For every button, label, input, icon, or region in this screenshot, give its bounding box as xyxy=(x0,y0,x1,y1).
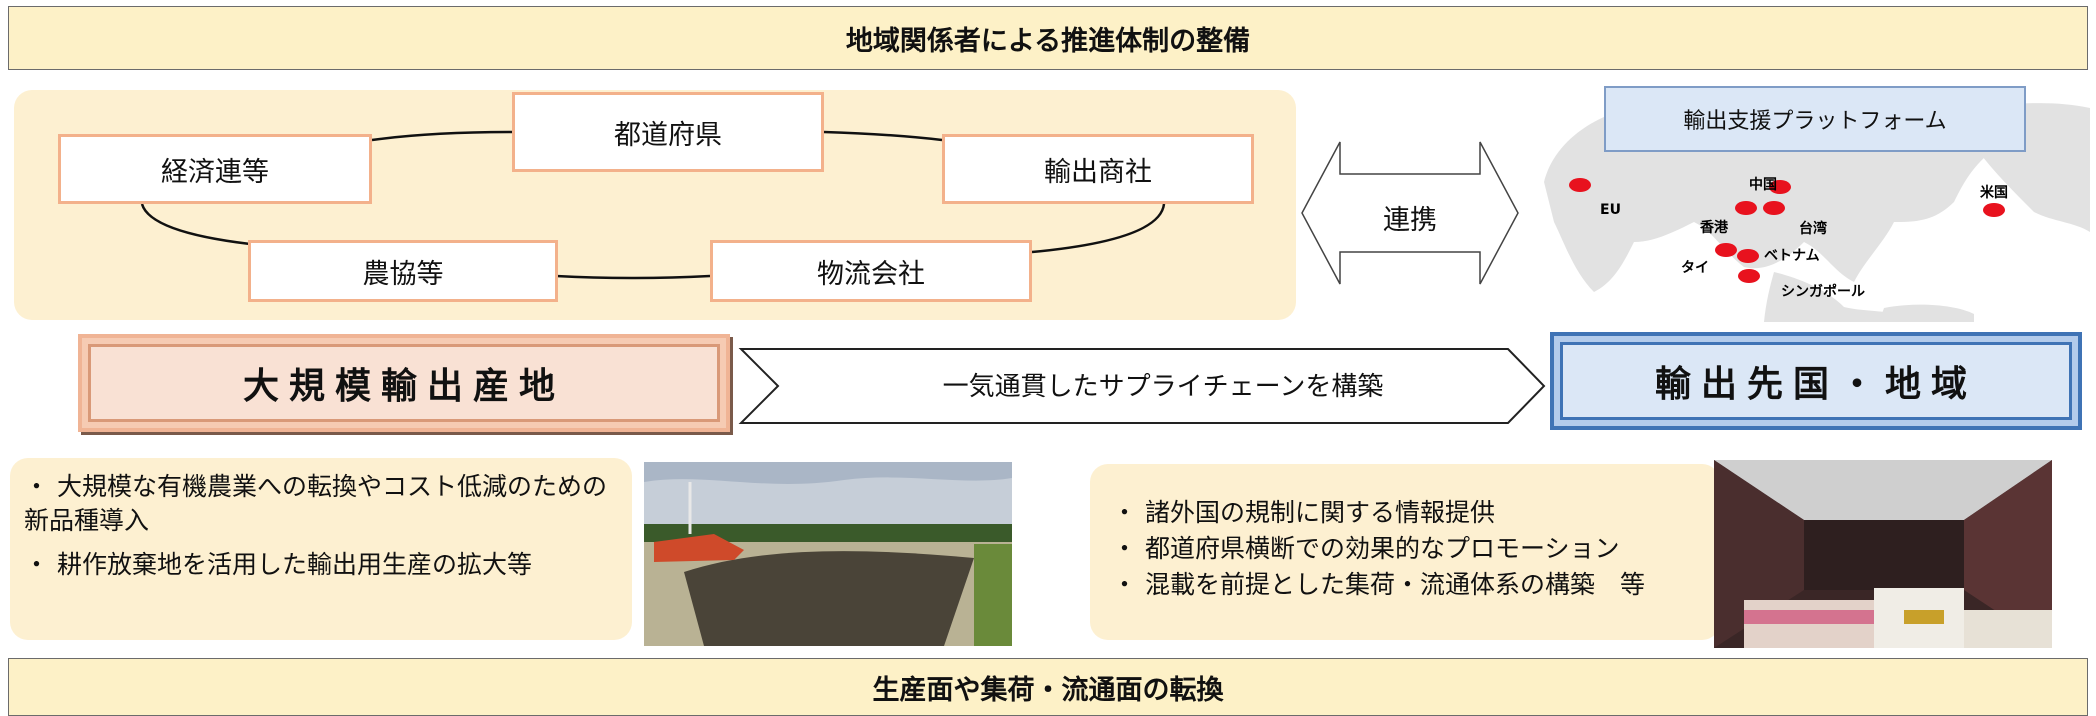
connector-economic-ja xyxy=(140,203,251,246)
map-label-taiwan: 台湾 xyxy=(1799,221,1827,237)
marker-thailand xyxy=(1715,243,1737,257)
distribution-measures-panel: ・ 諸外国の規制に関する情報提供 ・ 都道府県横断での効果的なプロモーション ・… xyxy=(1090,464,1720,640)
connector-prefecture-trading xyxy=(823,130,943,142)
production-measures-panel: ・ 大規模な有機農業への転換やコスト低減のための新品種導入 ・ 耕作放棄地を活用… xyxy=(10,458,632,640)
marker-usa xyxy=(1983,203,2005,217)
production-bullet: ・ 耕作放棄地を活用した輸出用生産の拡大等 xyxy=(24,549,532,579)
org-network-connectors xyxy=(140,130,1166,280)
marker-eu xyxy=(1569,178,1591,192)
marker-taiwan xyxy=(1763,201,1785,215)
map-label-thailand: タイ xyxy=(1681,260,1709,276)
connector-ja-logistics xyxy=(555,274,711,280)
large-scale-export-area-box: 大規模輸出産地 xyxy=(78,334,730,432)
link-label: 連携 xyxy=(1383,205,1437,236)
node-agricultural-coop: 農協等 xyxy=(248,240,558,302)
map-label-singapore: シンガポール xyxy=(1781,284,1865,300)
connector-trading-logistics xyxy=(1031,203,1166,254)
link-double-arrow xyxy=(1301,141,1519,285)
bottom-banner: 生産面や集荷・流通面の転換 xyxy=(8,658,2088,716)
map-label-vietnam: ベトナム xyxy=(1764,248,1820,264)
export-support-platform: 輸出支援プラットフォーム xyxy=(1604,86,2026,152)
landmass-australia xyxy=(1879,304,1974,322)
export-destination-box: 輸出先国・地域 xyxy=(1550,332,2082,430)
marker-china xyxy=(1769,180,1791,194)
production-bullet: ・ 大規模な有機農業への転換やコスト低減のための新品種導入 xyxy=(24,472,607,535)
map-label-usa: 米国 xyxy=(1980,185,2008,201)
shipping-container-photo xyxy=(1714,460,2052,648)
marker-singapore xyxy=(1738,269,1760,283)
top-banner-title: 地域関係者による推進体制の整備 xyxy=(845,25,1251,57)
distribution-bullet: ・ 混載を前提とした集荷・流通体系の構築 等 xyxy=(1112,569,1645,599)
node-prefecture: 都道府県 xyxy=(512,92,824,172)
map-label-hong-kong: 香港 xyxy=(1700,220,1728,236)
supply-chain-arrow xyxy=(738,348,1546,424)
supply-chain-label: 一気通貫したサプライチェーンを構築 xyxy=(942,372,1384,402)
landmass-japan xyxy=(1904,179,1930,206)
map-label-eu: EU xyxy=(1600,202,1621,218)
connector-economic-prefecture xyxy=(371,130,513,142)
top-banner: 地域関係者による推進体制の整備 xyxy=(8,6,2088,70)
map-label-china: 中国 xyxy=(1749,177,1777,193)
farm-field-photo xyxy=(644,462,1012,646)
marker-vietnam xyxy=(1737,249,1759,263)
node-economic-federation: 経済連等 xyxy=(58,134,372,204)
marker-hong-kong xyxy=(1735,201,1757,215)
node-trading-company: 輸出商社 xyxy=(942,134,1254,204)
distribution-bullet: ・ 諸外国の規制に関する情報提供 xyxy=(1112,498,1495,527)
node-logistics-company: 物流会社 xyxy=(710,240,1032,302)
landmass-southeast-asia xyxy=(1764,272,1914,322)
distribution-bullet: ・ 都道府県横断での効果的なプロモーション xyxy=(1112,533,1620,563)
bottom-banner-title: 生産面や集荷・流通面の転換 xyxy=(872,674,1224,706)
